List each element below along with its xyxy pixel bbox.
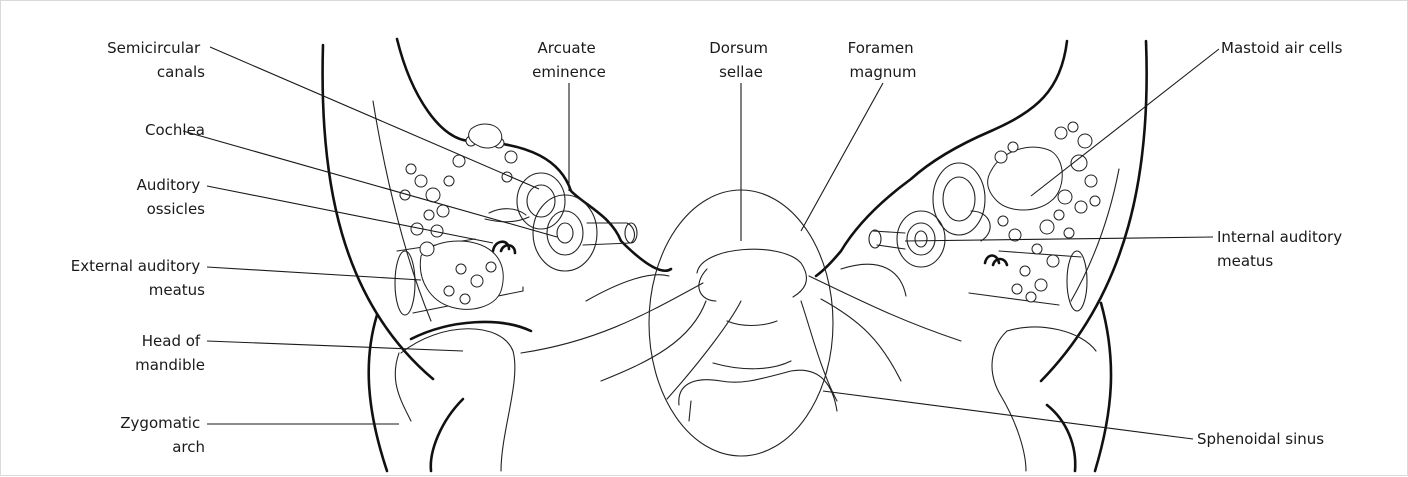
label-dorsum-sellae: Dorsum sellae: [709, 39, 773, 81]
left-sweep-3: [667, 301, 741, 399]
right-inner-ear: [869, 163, 990, 267]
left-mandible-neck: [395, 353, 411, 421]
label-head-of-mandible: Head of mandible: [135, 332, 205, 374]
label-external-auditory-meatus: External auditory meatus: [71, 257, 205, 299]
leader-sphenoidal-sinus: [823, 391, 1193, 439]
right-sweep-4: [841, 264, 906, 296]
left-sweep-1: [521, 283, 703, 353]
left-mandible-head: [401, 329, 515, 471]
leader-external-auditory-meatus: [207, 267, 421, 280]
right-mandible-head: [992, 331, 1026, 471]
left-sweep-2: [601, 301, 706, 381]
left-ossicles-shape: [493, 242, 515, 253]
sella-line-2: [713, 361, 791, 369]
label-semicircular-canals: Semicircular canals: [107, 39, 205, 81]
label-foramen-magnum: Foramen magnum: [848, 39, 919, 81]
leader-foramen-magnum: [801, 83, 883, 231]
dorsum-sellae-shape: [697, 249, 806, 297]
anatomy-drawing: [323, 39, 1147, 471]
right-mastoid-cells: [988, 122, 1100, 302]
label-arcuate-eminence: Arcuate eminence: [532, 39, 606, 81]
right-sweep-3: [801, 301, 837, 401]
label-auditory-ossicles: Auditory ossicles: [137, 176, 206, 218]
left-sweep-4: [586, 275, 669, 301]
sella-line: [727, 321, 777, 326]
leader-internal-auditory-meatus: [905, 237, 1213, 241]
label-internal-auditory-meatus: Internal auditory meatus: [1217, 228, 1347, 270]
label-cochlea: Cochlea: [145, 121, 205, 139]
leader-head-of-mandible: [207, 341, 463, 351]
left-inner-ear: [485, 173, 637, 271]
right-inner-line: [1071, 169, 1119, 301]
label-zygomatic-arch: Zygomatic arch: [120, 414, 205, 456]
left-mastoid-cells: [400, 124, 517, 309]
left-zygomatic: [431, 399, 463, 471]
right-sweep-1: [809, 276, 961, 341]
sinus-tick-1: [689, 401, 691, 421]
label-mastoid-air-cells: Mastoid air cells: [1221, 39, 1343, 57]
left-lower-wall: [369, 315, 387, 471]
dorsum-sellae-lower: [699, 269, 716, 301]
leader-semicircular-canals: [210, 47, 539, 189]
right-zygomatic: [1047, 405, 1075, 471]
labels: Semicircular canals Cochlea Auditory oss…: [71, 39, 1347, 456]
leader-auditory-ossicles: [207, 186, 493, 243]
label-sphenoidal-sinus: Sphenoidal sinus: [1197, 430, 1324, 448]
left-inner-line: [373, 101, 431, 321]
right-lower-wall: [1095, 303, 1111, 471]
right-ossicles-shape: [985, 256, 1007, 266]
